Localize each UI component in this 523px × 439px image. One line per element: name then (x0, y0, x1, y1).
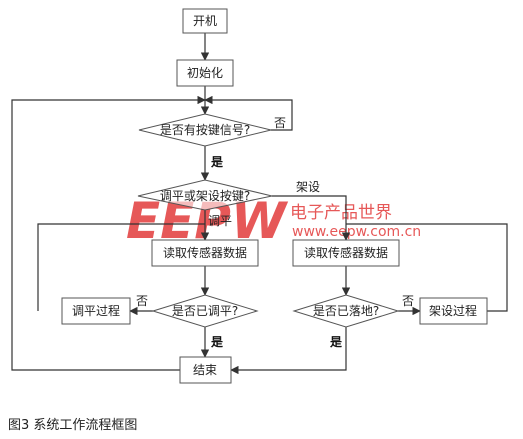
node-setup-process-label: 架设过程 (429, 303, 477, 318)
node-key-check-label: 是否有按键信号? (160, 123, 250, 137)
node-level-check-label: 是否已调平? (172, 304, 238, 318)
node-mode-check-label: 调平或架设按键? (160, 189, 250, 203)
label-level-yes: 是 (210, 335, 224, 349)
label-mode-setup: 架设 (296, 180, 320, 194)
node-level-check: 是否已调平? (151, 294, 259, 328)
label-key-no: 否 (274, 116, 286, 130)
label-key-yes: 是 (210, 155, 224, 169)
node-end-label: 结束 (193, 363, 217, 377)
figure-caption: 图3 系统工作流程框图 (8, 418, 138, 433)
node-read-right-label: 读取传感器数据 (304, 245, 388, 260)
node-init-label: 初始化 (187, 66, 223, 80)
node-read-right: 读取传感器数据 (292, 239, 400, 267)
label-mode-level: 调平 (208, 214, 232, 228)
label-landed-yes: 是 (329, 335, 343, 349)
node-start-label: 开机 (193, 14, 217, 28)
node-setup-process: 架设过程 (419, 297, 488, 325)
node-mode-check: 调平或架设按键? (137, 179, 273, 211)
watermark-url: www.eepw.com.cn (292, 224, 421, 240)
node-landed-check: 是否已落地? (292, 294, 400, 328)
node-level-process-label: 调平过程 (72, 303, 120, 318)
node-landed-check-label: 是否已落地? (313, 304, 379, 318)
node-read-left: 读取传感器数据 (151, 239, 259, 267)
label-landed-no: 否 (402, 294, 414, 308)
node-level-process: 调平过程 (61, 297, 131, 325)
node-key-check: 是否有按键信号? (138, 113, 272, 147)
node-init: 初始化 (176, 59, 234, 87)
label-level-no: 否 (136, 294, 148, 308)
watermark-cn: 电子产品世界 (290, 203, 392, 223)
node-end: 结束 (179, 356, 232, 384)
node-start: 开机 (182, 8, 228, 34)
connectors (11, 33, 508, 375)
node-read-left-label: 读取传感器数据 (163, 245, 247, 260)
